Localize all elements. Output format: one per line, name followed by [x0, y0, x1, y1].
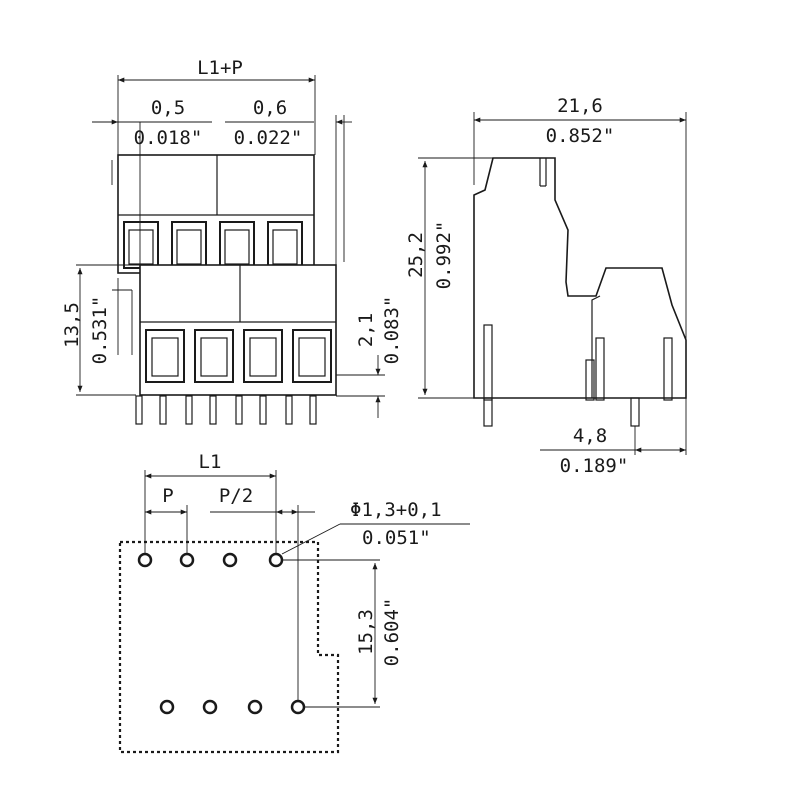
dim-row-spacing-mm: 15,3 [355, 609, 377, 655]
front-pins [135, 395, 317, 425]
dim-footprint-span: L1 [199, 451, 222, 473]
dim-hole-diameter-in: 0.051" [362, 527, 431, 549]
footprint-holes [137, 552, 306, 715]
dim-right-offset-mm: 0,6 [253, 97, 287, 119]
upper-clamp-openings [123, 221, 303, 269]
side-view: 21,6 0.852" 25,2 0.992" 4,8 0.189" [405, 95, 687, 477]
pcb-footprint: L1 P P/2 Φ1,3+0,1 0.051" 15,3 0.604" [118, 451, 470, 754]
dim-pitch: P [162, 485, 173, 507]
dim-overall-width: L1+P [197, 57, 243, 79]
dim-side-height-mm: 25,2 [405, 232, 427, 278]
dim-left-offset-mm: 0,5 [151, 97, 185, 119]
dim-half-pitch: P/2 [219, 485, 253, 507]
upper-housing [117, 154, 315, 274]
footprint-outline [118, 540, 340, 754]
dim-depth-mm: 21,6 [557, 95, 603, 117]
dim-side-height-in: 0.992" [433, 221, 455, 290]
dim-pin-offset-in: 0.083" [381, 296, 403, 365]
dim-hole-diameter-mm: Φ1,3+0,1 [350, 499, 442, 521]
side-profile [473, 157, 687, 399]
dim-right-offset-in: 0.022" [234, 127, 303, 149]
dim-pin-spacing-in: 0.189" [560, 455, 629, 477]
lower-clamp-openings [145, 329, 332, 383]
dim-pin-spacing-mm: 4,8 [573, 425, 607, 447]
dim-height-mm: 13,5 [61, 302, 83, 348]
side-pin-front [630, 397, 640, 427]
side-pin-rear [483, 397, 493, 427]
dim-height-in: 0.531" [89, 296, 111, 365]
dim-depth-in: 0.852" [546, 125, 615, 147]
dim-row-spacing-in: 0.604" [381, 598, 403, 667]
dim-pin-offset-mm: 2,1 [355, 313, 377, 347]
dim-left-offset-in: 0.018" [134, 127, 203, 149]
front-view: L1+P 0,5 0.018" 0,6 0.022" 13,5 0.531" 2… [61, 57, 403, 425]
